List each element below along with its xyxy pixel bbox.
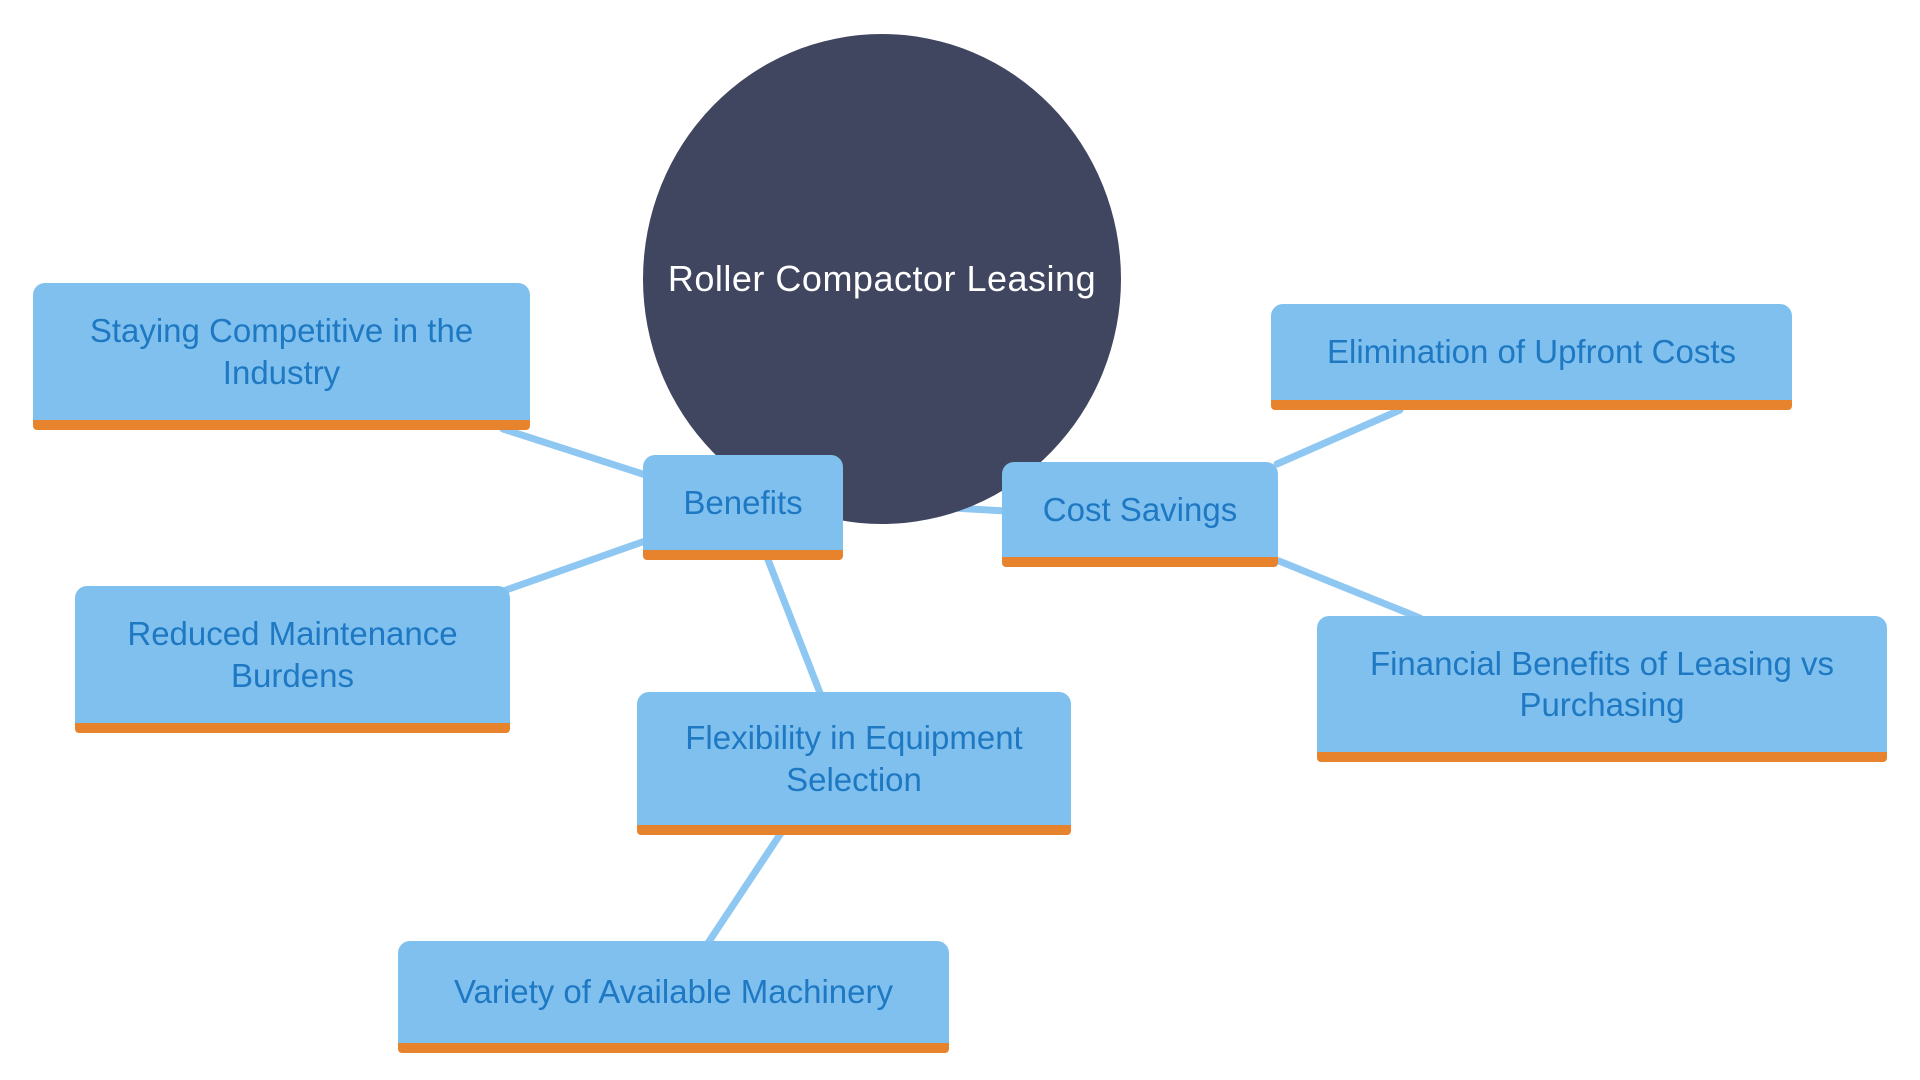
node-cost-savings-label: Cost Savings [1042,490,1238,528]
node-elimination-upfront: Elimination of Upfront Costs [1271,304,1792,410]
edge-cost-savings-elimination [1273,406,1404,468]
node-financial-benefits: Financial Benefits of Leasing vs Purchas… [1317,616,1887,762]
node-benefits: Benefits [643,455,843,560]
node-reduced-maintenance-label: Reduced Maintenance Burdens [127,615,458,694]
node-benefits-label: Benefits [683,483,803,521]
edge-flexibility-variety [702,826,787,950]
node-flexibility-label: Flexibility in Equipment Selection [685,719,1023,798]
node-staying-competitive-label: Staying Competitive in the Industry [89,312,474,391]
node-staying-competitive: Staying Competitive in the Industry [33,283,530,430]
edge-benefits-reduced-maintenance [502,536,652,594]
node-elimination-upfront-label: Elimination of Upfront Costs [1326,333,1736,371]
root-node: Roller Compactor Leasing [643,34,1121,524]
node-flexibility: Flexibility in Equipment Selection [637,692,1071,835]
root-node-label: Roller Compactor Leasing [667,258,1097,299]
node-reduced-maintenance: Reduced Maintenance Burdens [75,586,510,733]
edge-benefits-flexibility [761,548,826,702]
node-financial-benefits-label: Financial Benefits of Leasing vs Purchas… [1369,644,1835,723]
node-variety-label: Variety of Available Machinery [453,973,893,1011]
edge-staying-competitive-benefits [499,425,659,482]
node-variety: Variety of Available Machinery [398,941,949,1053]
node-cost-savings: Cost Savings [1002,462,1278,567]
edge-cost-savings-financial [1275,557,1424,622]
